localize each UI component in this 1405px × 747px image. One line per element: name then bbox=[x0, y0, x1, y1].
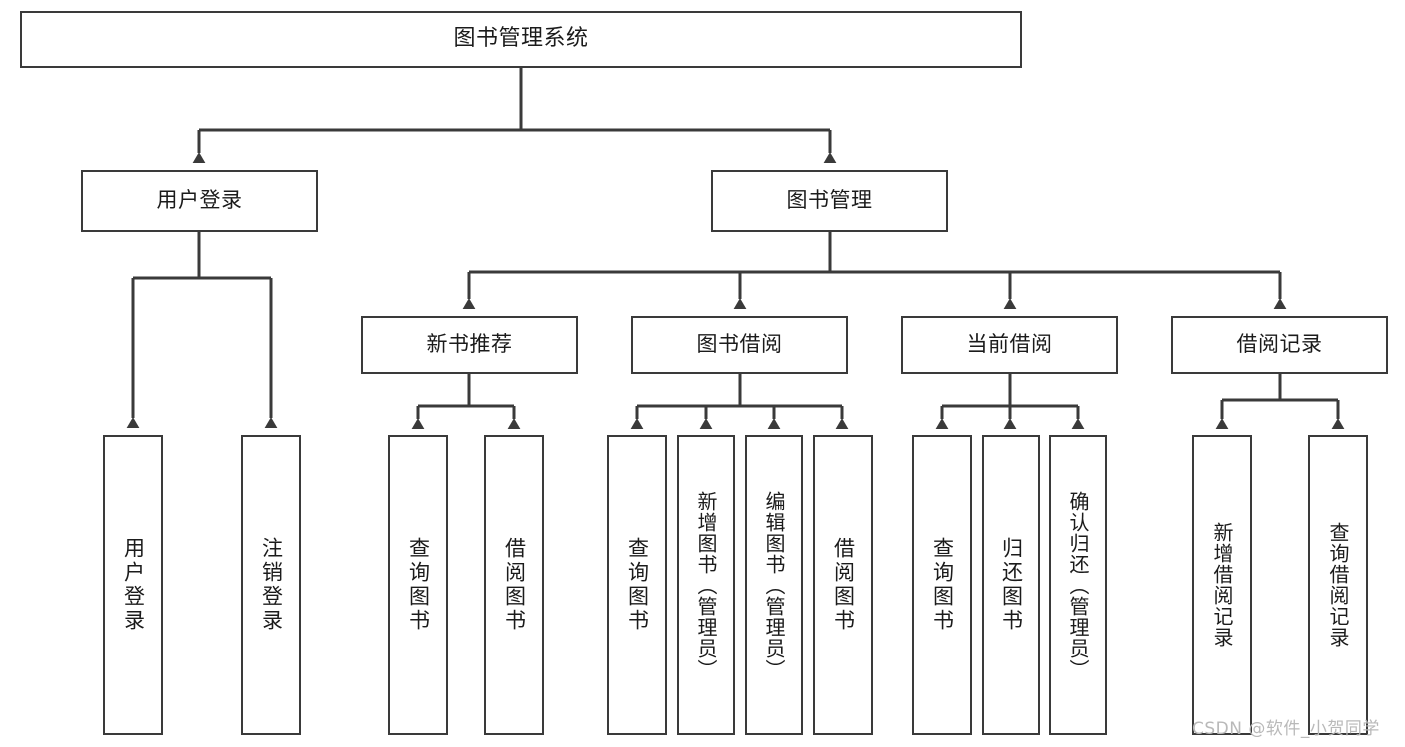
node-label: 图书管理系统 bbox=[453, 26, 589, 52]
node-label: 用户登录 bbox=[156, 188, 243, 213]
node-label: 查询图书 bbox=[930, 537, 955, 633]
node-leaf-query-book-recommend[interactable]: 查询图书 bbox=[388, 435, 448, 735]
node-leaf-query-book-borrow[interactable]: 查询图书 bbox=[607, 435, 667, 735]
node-user-login[interactable]: 用户登录 bbox=[81, 170, 318, 232]
node-leaf-borrow-book[interactable]: 借阅图书 bbox=[813, 435, 873, 735]
csdn-watermark: CSDN @软件_小贺同学 bbox=[1192, 719, 1380, 739]
node-leaf-query-borrow-record[interactable]: 查询借阅记录 bbox=[1308, 435, 1368, 735]
node-label: 借阅记录 bbox=[1236, 332, 1323, 357]
node-root-book-management-system[interactable]: 图书管理系统 bbox=[20, 11, 1022, 68]
node-book-borrow[interactable]: 图书借阅 bbox=[631, 316, 848, 374]
node-borrow-record[interactable]: 借阅记录 bbox=[1171, 316, 1388, 374]
node-leaf-logout[interactable]: 注销登录 bbox=[241, 435, 301, 735]
node-label: 确认归还（管理员） bbox=[1066, 490, 1090, 680]
node-label: 归还图书 bbox=[999, 537, 1024, 633]
node-label: 图书借阅 bbox=[696, 332, 783, 357]
node-label: 图书管理 bbox=[786, 188, 873, 213]
node-label: 新增图书（管理员） bbox=[694, 490, 718, 680]
node-label: 新增借阅记录 bbox=[1210, 522, 1234, 648]
node-label: 借阅图书 bbox=[831, 537, 856, 633]
node-label: 编辑图书（管理员） bbox=[762, 490, 786, 680]
node-label: 查询图书 bbox=[625, 537, 650, 633]
node-book-management[interactable]: 图书管理 bbox=[711, 170, 948, 232]
node-label: 当前借阅 bbox=[966, 332, 1053, 357]
node-label: 注销登录 bbox=[259, 537, 284, 633]
node-label: 用户登录 bbox=[121, 537, 146, 633]
node-leaf-edit-book-admin[interactable]: 编辑图书（管理员） bbox=[745, 435, 803, 735]
node-label: 查询借阅记录 bbox=[1326, 522, 1350, 648]
node-leaf-add-book-admin[interactable]: 新增图书（管理员） bbox=[677, 435, 735, 735]
node-new-book-recommend[interactable]: 新书推荐 bbox=[361, 316, 578, 374]
node-current-borrow[interactable]: 当前借阅 bbox=[901, 316, 1118, 374]
node-label: 查询图书 bbox=[406, 537, 431, 633]
node-leaf-confirm-return-admin[interactable]: 确认归还（管理员） bbox=[1049, 435, 1107, 735]
node-leaf-add-borrow-record[interactable]: 新增借阅记录 bbox=[1192, 435, 1252, 735]
node-label: 借阅图书 bbox=[502, 537, 527, 633]
node-leaf-query-book-current[interactable]: 查询图书 bbox=[912, 435, 972, 735]
node-leaf-user-login[interactable]: 用户登录 bbox=[103, 435, 163, 735]
node-leaf-return-book[interactable]: 归还图书 bbox=[982, 435, 1040, 735]
node-leaf-borrow-book-recommend[interactable]: 借阅图书 bbox=[484, 435, 544, 735]
node-label: 新书推荐 bbox=[426, 332, 513, 357]
